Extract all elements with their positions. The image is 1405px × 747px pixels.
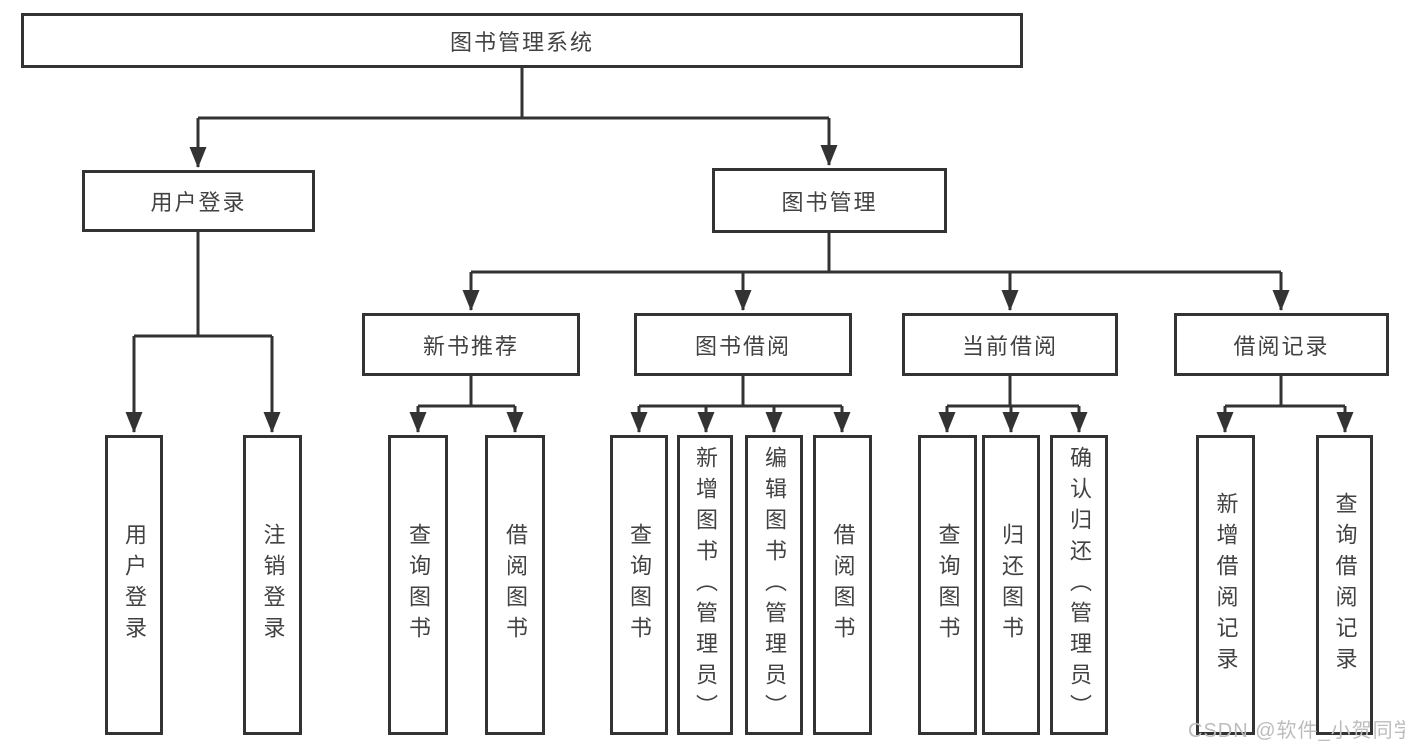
node-book-borrowing-label: 图书借阅 [694, 333, 791, 359]
leaf-newbooks-query-books-label: 查询图书 [406, 523, 431, 647]
leaf-user-login-label: 用户登录 [122, 523, 147, 647]
leaf-borrowing-query-books: 查询图书 [610, 435, 668, 735]
leaf-newbooks-query-books: 查询图书 [388, 435, 448, 735]
node-new-books-label: 新书推荐 [422, 333, 519, 359]
leaf-user-login: 用户登录 [105, 435, 163, 735]
leaf-newbooks-borrow-books: 借阅图书 [485, 435, 545, 735]
node-user-login: 用户登录 [82, 170, 315, 232]
leaf-borrowing-edit-books-admin-label: 编辑图书（管理员） [762, 445, 787, 725]
node-book-management-label: 图书管理 [781, 189, 878, 215]
leaf-borrowing-borrow-books-label: 借阅图书 [830, 523, 856, 647]
node-book-management: 图书管理 [712, 168, 947, 233]
leaf-records-query-record: 查询借阅记录 [1316, 435, 1373, 735]
leaf-newbooks-borrow-books-label: 借阅图书 [503, 523, 528, 647]
leaf-current-return-books: 归还图书 [982, 435, 1040, 735]
node-borrowing-records: 借阅记录 [1174, 313, 1389, 376]
node-current-borrowing-label: 当前借阅 [961, 333, 1058, 359]
leaf-current-query-books: 查询图书 [918, 435, 977, 735]
leaf-current-confirm-return-admin: 确认归还（管理员） [1050, 435, 1108, 735]
node-new-books: 新书推荐 [362, 313, 580, 376]
leaf-records-query-record-label: 查询借阅记录 [1332, 492, 1358, 678]
node-user-login-label: 用户登录 [150, 190, 247, 215]
leaf-borrowing-add-books-admin-label: 新增图书（管理员） [693, 445, 718, 725]
node-root-label: 图书管理系统 [449, 29, 594, 55]
leaf-records-add-record: 新增借阅记录 [1196, 435, 1255, 735]
watermark-text: CSDN @软件_小贺同学 [1188, 720, 1405, 742]
leaf-current-confirm-return-admin-label: 确认归还（管理员） [1067, 445, 1092, 725]
node-current-borrowing: 当前借阅 [902, 313, 1118, 376]
node-borrowing-records-label: 借阅记录 [1233, 333, 1330, 359]
leaf-borrowing-borrow-books: 借阅图书 [813, 435, 872, 735]
node-root: 图书管理系统 [21, 13, 1023, 68]
leaf-current-query-books-label: 查询图书 [935, 523, 961, 647]
leaf-logout-label: 注销登录 [260, 523, 286, 647]
leaf-logout: 注销登录 [243, 435, 302, 735]
leaf-borrowing-query-books-label: 查询图书 [627, 523, 652, 647]
leaf-borrowing-add-books-admin: 新增图书（管理员） [677, 435, 733, 735]
leaf-records-add-record-label: 新增借阅记录 [1213, 492, 1239, 678]
leaf-borrowing-edit-books-admin: 编辑图书（管理员） [745, 435, 803, 735]
leaf-current-return-books-label: 归还图书 [999, 523, 1024, 647]
node-book-borrowing: 图书借阅 [634, 313, 852, 376]
